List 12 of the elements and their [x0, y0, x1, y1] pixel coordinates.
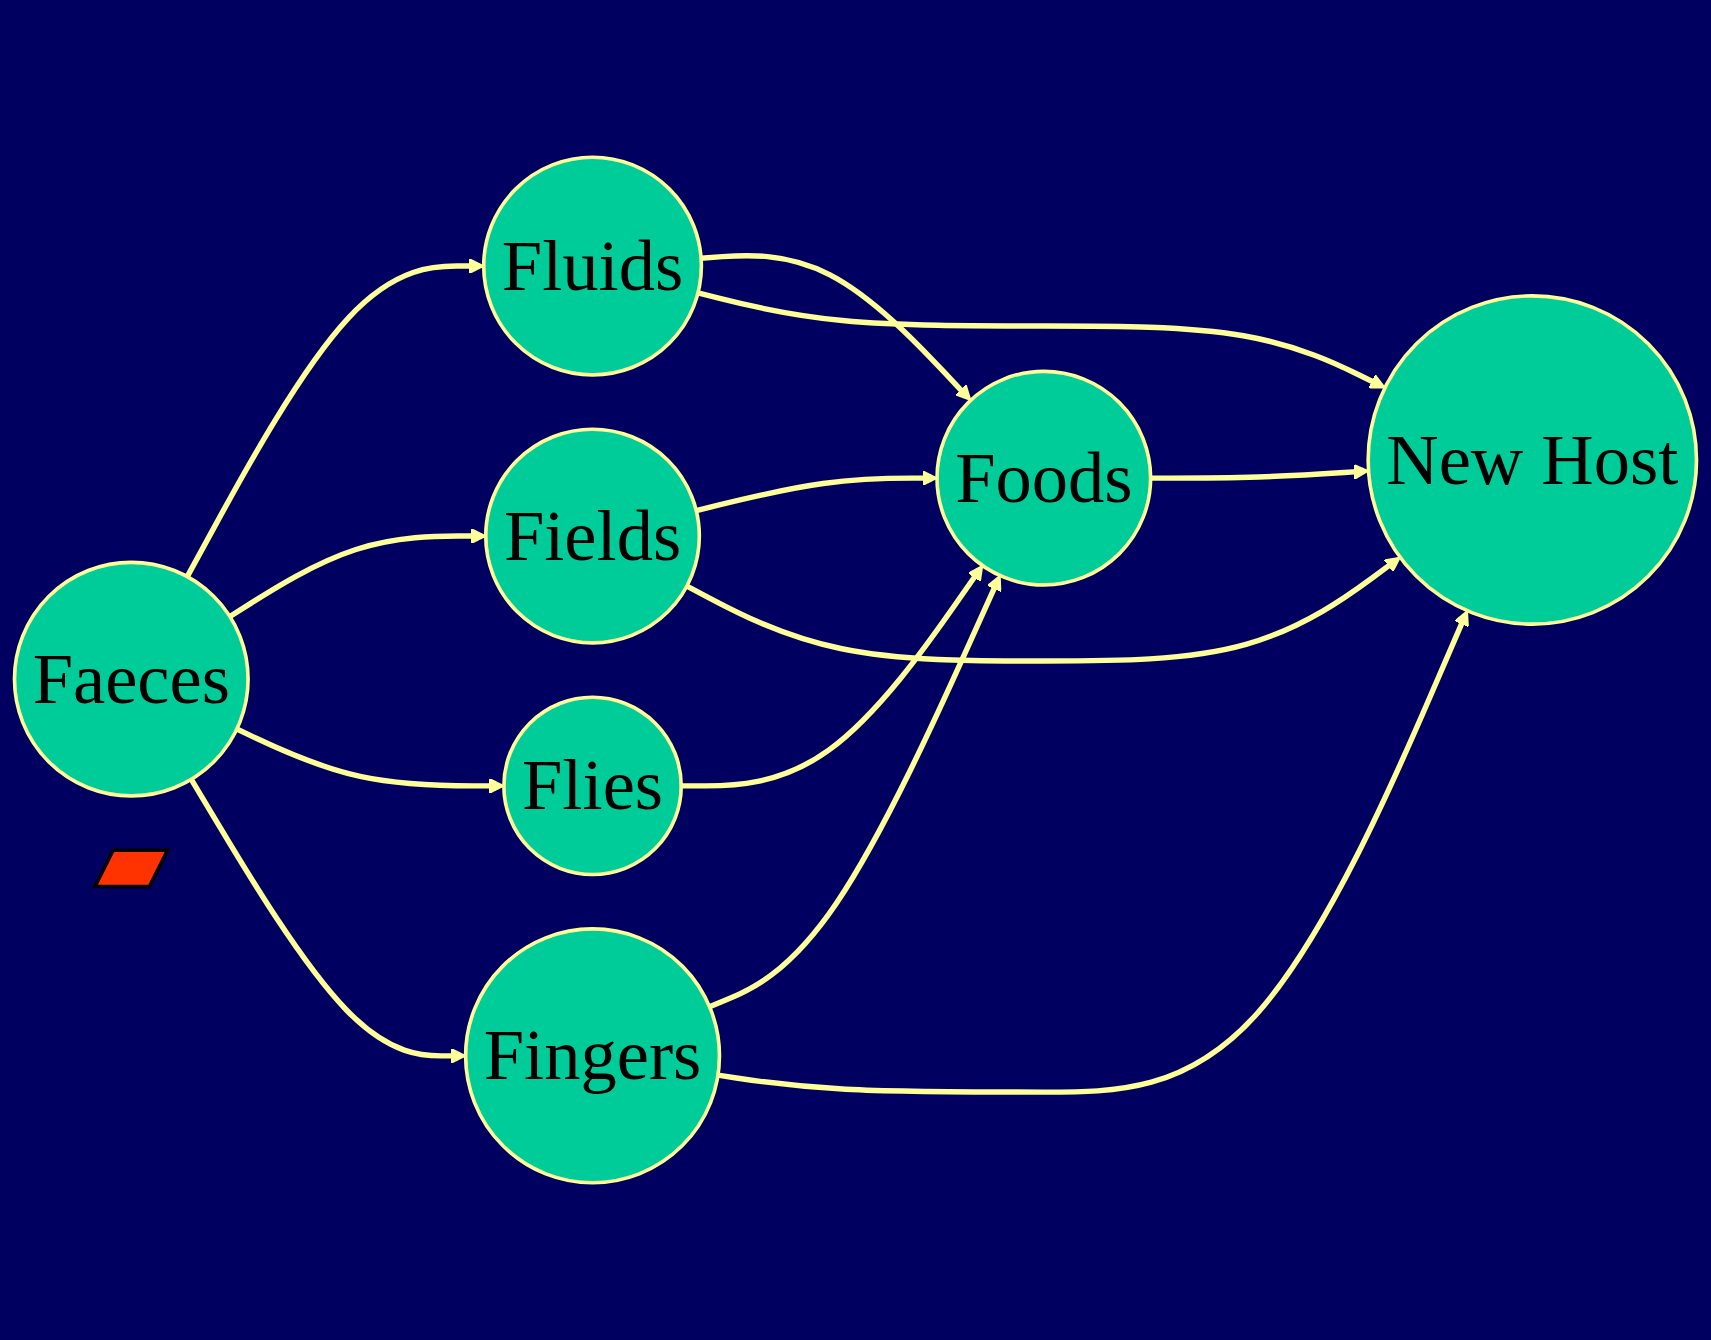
arrow [708, 574, 1002, 1010]
node-bar [92, 848, 171, 889]
node-circle: New Host [1366, 294, 1699, 626]
node-circle: Flies [502, 695, 683, 877]
node-circle: Fluids [481, 155, 704, 377]
node-circle: Fingers [463, 927, 722, 1185]
arrow [685, 556, 1401, 664]
node-circle: Fields [483, 427, 702, 645]
node-circle: Faeces [12, 560, 250, 798]
arrow [681, 564, 984, 789]
node-circle: Foods [935, 369, 1153, 587]
arrow [717, 610, 1469, 1095]
